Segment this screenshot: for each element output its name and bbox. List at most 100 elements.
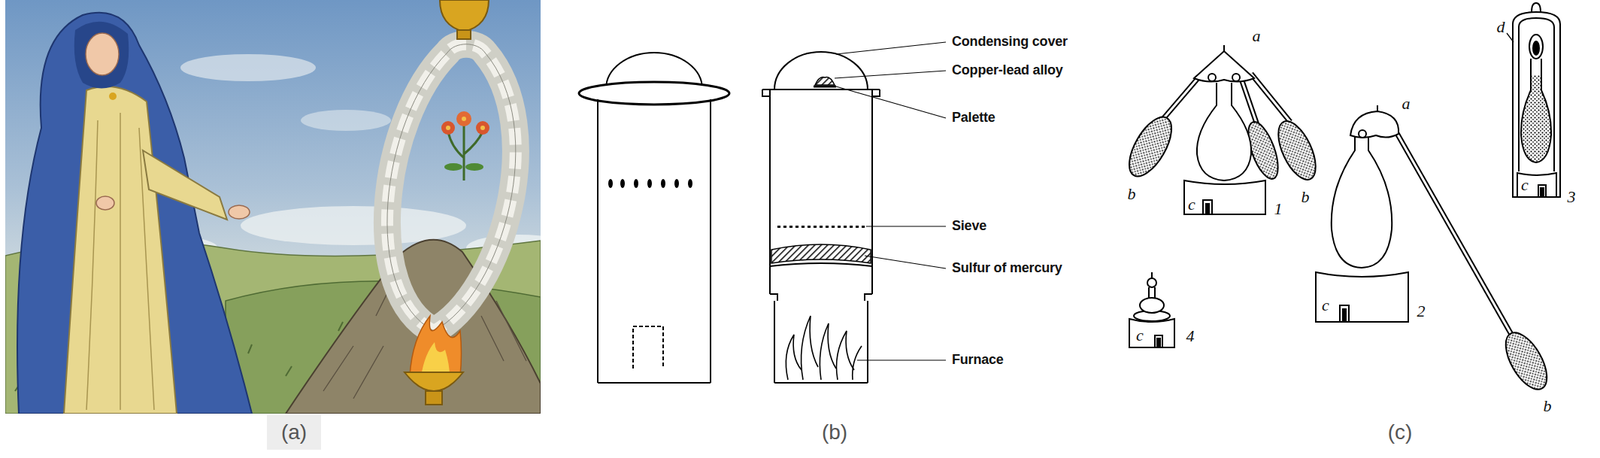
alchemy-engraving	[74, 21, 130, 89]
panel-caption: (b)	[821, 421, 848, 445]
alchemy-engraving	[17, 12, 252, 414]
distillation-apparatus	[1184, 180, 1266, 215]
distillation-apparatus	[1331, 135, 1392, 268]
distillation-apparatus	[1223, 45, 1225, 52]
distillation-apparatus	[1394, 129, 1513, 337]
distillation-apparatus	[1139, 297, 1164, 313]
kerotakis-apparatus	[633, 178, 639, 188]
alchemy-engraving	[480, 125, 485, 131]
distillation-apparatus	[1533, 41, 1540, 55]
distillation-apparatus	[1521, 75, 1552, 163]
kerotakis-apparatus	[815, 76, 835, 85]
kerotakis-apparatus	[849, 225, 853, 228]
kerotakis-apparatus	[608, 178, 613, 188]
kerotakis-apparatus	[813, 225, 817, 228]
distillation-apparatus	[1394, 129, 1513, 337]
alchemy-engraving	[457, 30, 471, 40]
kerotakis-apparatus	[836, 42, 946, 55]
distillation-apparatus	[1232, 73, 1240, 82]
alchemy-engraving	[5, 0, 541, 414]
alchemy-engraving	[445, 125, 451, 131]
alchemy-engraving	[441, 111, 490, 181]
panel-caption: (c)	[1387, 421, 1413, 445]
alchemy-engraving	[180, 54, 316, 82]
alchemy-engraving	[425, 390, 443, 405]
kerotakis-apparatus	[861, 225, 865, 228]
kerotakis-apparatus	[855, 225, 859, 228]
distillation-apparatus	[1208, 73, 1216, 82]
distillation-apparatus	[1121, 3, 1561, 396]
part-letter: c	[1321, 296, 1330, 315]
kerotakis-apparatus	[813, 85, 837, 88]
kerotakis-apparatus	[771, 244, 871, 264]
kerotakis-apparatus	[769, 263, 873, 267]
distillation-apparatus	[1315, 272, 1409, 322]
kerotakis-apparatus	[819, 225, 823, 228]
distillation-apparatus	[1497, 326, 1556, 397]
kerotakis-apparatus	[785, 315, 862, 380]
distillation-apparatus	[1517, 172, 1557, 197]
kerotakis-apparatus	[660, 178, 666, 188]
figure-number: 3	[1567, 187, 1576, 207]
figure-number: 2	[1417, 302, 1426, 321]
alchemy-engraving	[96, 196, 115, 210]
distillation-apparatus	[1251, 73, 1291, 122]
alchemy-engraving	[461, 116, 467, 122]
distillation-apparatus	[1240, 76, 1258, 125]
figure-number: 1	[1274, 200, 1283, 219]
kerotakis-apparatus	[597, 99, 711, 383]
alchemy-engraving	[387, 44, 516, 331]
distillation-apparatus	[1531, 3, 1541, 13]
distillation-apparatus	[1196, 82, 1252, 181]
distillation-apparatus	[1529, 34, 1543, 59]
distillation-apparatus	[1193, 51, 1255, 82]
kerotakis-apparatus	[774, 51, 868, 90]
part-label: Condensing cover	[951, 34, 1068, 50]
distillation-apparatus	[1154, 335, 1163, 348]
distillation-apparatus	[1342, 308, 1347, 322]
part-letter: b	[1543, 396, 1552, 416]
distillation-apparatus	[1376, 105, 1379, 112]
kerotakis-apparatus	[620, 178, 625, 188]
part-letter: a	[1252, 27, 1261, 46]
kerotakis-apparatus	[795, 225, 799, 228]
part-letter: b	[1301, 187, 1310, 207]
part-label: Furnace	[951, 352, 1004, 368]
alchemy-engraving	[475, 121, 490, 135]
distillation-apparatus	[1512, 12, 1561, 197]
alchemy-engraving	[109, 92, 117, 100]
distillation-apparatus	[1270, 115, 1324, 185]
kerotakis-apparatus	[843, 225, 847, 228]
part-label: Copper-lead alloy	[951, 63, 1064, 79]
panel-caption: (a)	[281, 421, 307, 445]
distillation-apparatus	[1203, 200, 1213, 215]
distillation-apparatus	[1518, 18, 1555, 172]
kerotakis-apparatus	[834, 42, 946, 361]
kerotakis-apparatus	[769, 293, 873, 301]
distillation-apparatus	[1506, 33, 1514, 43]
distillation-apparatus	[1147, 278, 1157, 288]
alchemy-engraving	[85, 33, 119, 76]
alchemy-engraving	[409, 315, 462, 376]
kerotakis-apparatus	[864, 255, 946, 269]
part-letter: d	[1496, 18, 1506, 37]
kerotakis-apparatus	[674, 178, 679, 188]
part-letter: c	[1136, 326, 1144, 345]
distillation-apparatus	[1539, 187, 1545, 197]
kerotakis-apparatus	[837, 225, 841, 228]
distillation-apparatus	[1148, 287, 1155, 298]
kerotakis-apparatus	[633, 326, 664, 369]
alchemy-engraving	[465, 163, 484, 171]
alchemy-engraving	[300, 109, 391, 131]
kerotakis-apparatus	[783, 225, 787, 228]
part-letter: c	[1187, 195, 1196, 214]
kerotakis-apparatus	[647, 178, 652, 188]
part-label: Palette	[951, 110, 996, 126]
alchemy-engraving	[456, 111, 472, 127]
part-label: Sieve	[951, 218, 987, 234]
part-letter: a	[1402, 94, 1411, 113]
kerotakis-apparatus	[836, 330, 855, 380]
figure-number: 4	[1186, 327, 1195, 346]
alchemy-engraving	[441, 121, 455, 135]
